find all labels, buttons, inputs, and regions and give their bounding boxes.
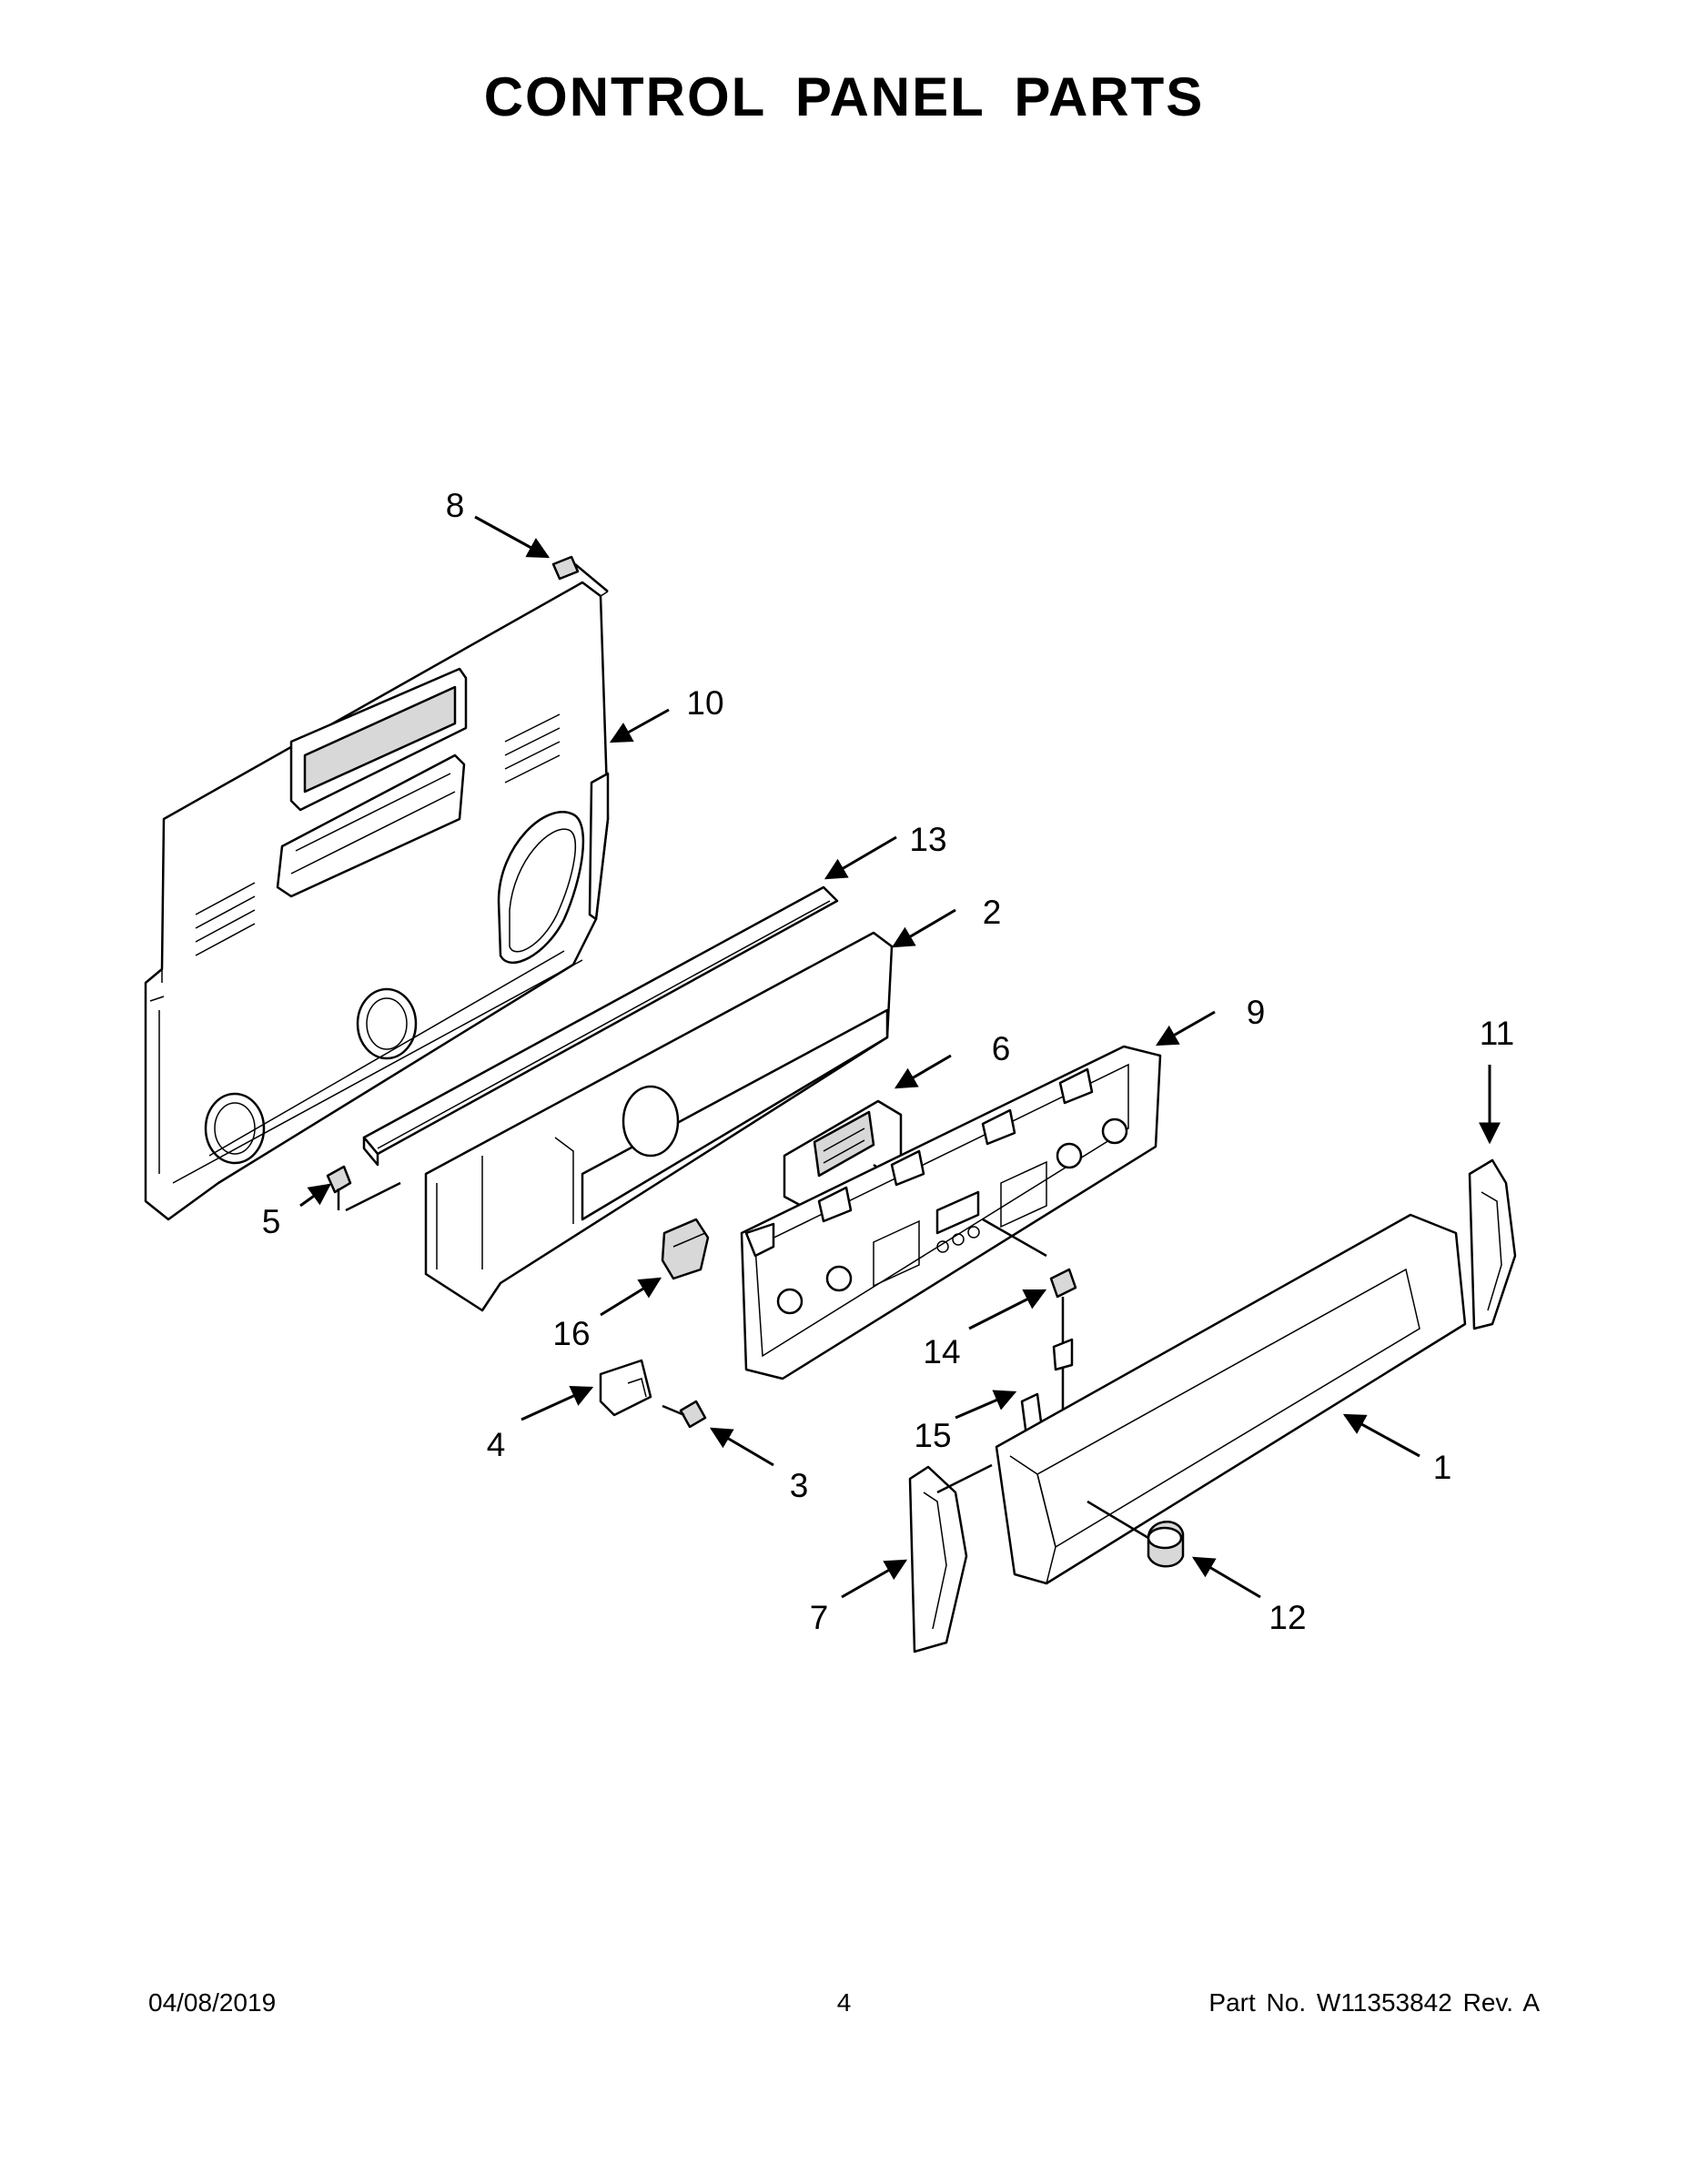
footer-date: 04/08/2019 bbox=[148, 1988, 277, 2017]
sensor-part-14 bbox=[1049, 1268, 1077, 1420]
callout-labels: 8 10 13 2 9 6 11 5 16 4 3 14 15 1 12 7 bbox=[262, 487, 1515, 1636]
callout-7: 7 bbox=[810, 1599, 829, 1636]
footer-part-number: Part No. W11353842 Rev. A bbox=[1208, 1988, 1540, 2017]
callout-2: 2 bbox=[983, 894, 1002, 931]
screw-part-3 bbox=[662, 1400, 707, 1429]
console-part-9 bbox=[740, 1045, 1162, 1380]
callout-14: 14 bbox=[923, 1333, 960, 1370]
callout-8: 8 bbox=[446, 487, 465, 524]
callout-13: 13 bbox=[909, 821, 946, 858]
front-panel-part-1 bbox=[995, 1213, 1467, 1585]
back-panel-part-10 bbox=[144, 581, 610, 1221]
callout-4: 4 bbox=[487, 1426, 506, 1463]
screw-part-8 bbox=[551, 555, 609, 592]
end-cap-part-11 bbox=[1468, 1158, 1517, 1330]
end-cap-part-7 bbox=[908, 1463, 993, 1653]
leader-arrows bbox=[299, 515, 1501, 1599]
switch-part-4 bbox=[599, 1359, 652, 1417]
callout-16: 16 bbox=[552, 1315, 590, 1352]
callout-5: 5 bbox=[262, 1203, 281, 1240]
screw-part-5 bbox=[326, 1165, 352, 1210]
relay-part-16 bbox=[661, 1218, 710, 1280]
page-title: CONTROL PANEL PARTS bbox=[483, 66, 1205, 127]
callout-11: 11 bbox=[1480, 1015, 1514, 1052]
bracket-part-13 bbox=[362, 885, 839, 1167]
control-board-part-6 bbox=[783, 1099, 903, 1212]
knob-part-12 bbox=[1087, 1500, 1185, 1568]
callout-12: 12 bbox=[1269, 1599, 1306, 1636]
support-part-2 bbox=[345, 931, 894, 1312]
callout-1: 1 bbox=[1433, 1449, 1452, 1486]
callout-6: 6 bbox=[992, 1030, 1011, 1067]
callout-9: 9 bbox=[1247, 994, 1266, 1031]
footer-page-number: 4 bbox=[836, 1988, 852, 2017]
callout-10: 10 bbox=[686, 684, 723, 722]
callout-3: 3 bbox=[790, 1467, 809, 1504]
callout-15: 15 bbox=[914, 1417, 951, 1454]
